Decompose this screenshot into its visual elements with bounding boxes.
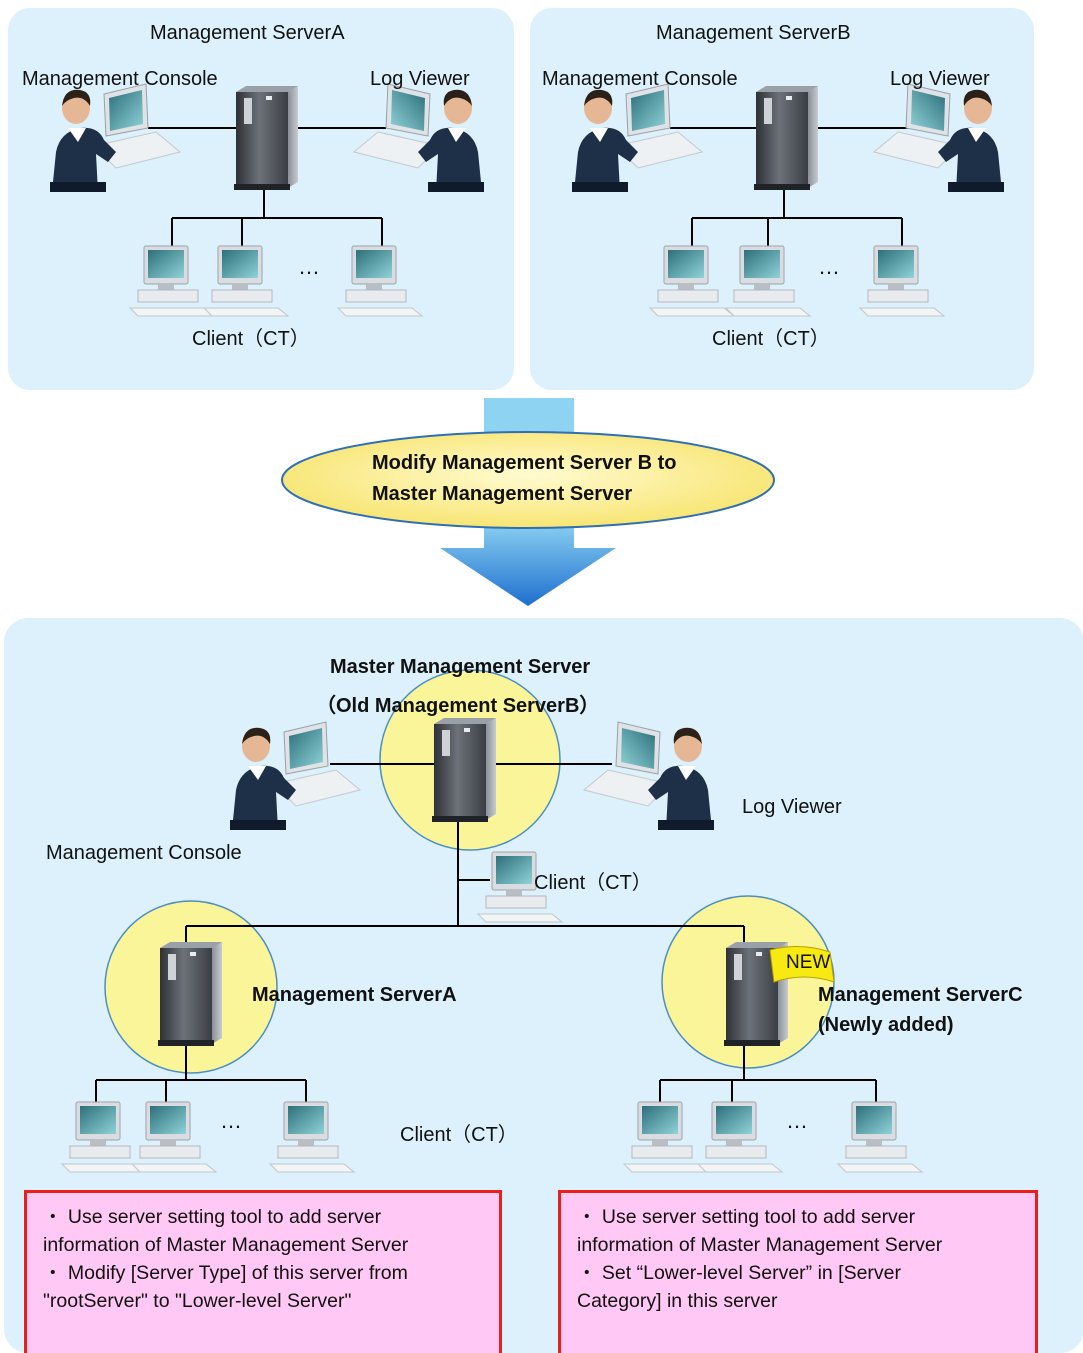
master-client-label: Client（CT） xyxy=(534,872,652,894)
note-c-line-1: ・ Use server setting tool to add server xyxy=(577,1206,916,1228)
ellipsis-a-lower: … xyxy=(220,1108,242,1133)
note-c-line-2: information of Master Management Server xyxy=(577,1234,943,1256)
server-c-sub: (Newly added) xyxy=(818,1014,954,1036)
server-a-lower-label: Management ServerA xyxy=(252,984,457,1006)
transition-line-1: Modify Management Server B to xyxy=(372,452,677,474)
ellipsis-c: … xyxy=(786,1108,808,1133)
network-lines-master xyxy=(95,763,877,1104)
clients-label-b: Client（CT） xyxy=(712,328,830,350)
clients-label-lower: Client（CT） xyxy=(400,1124,518,1146)
server-b-icon xyxy=(754,86,818,190)
note-c-line-3: ・ Set “Lower-level Server” in [Server xyxy=(577,1262,902,1284)
viewer-label-master: Log Viewer xyxy=(742,796,842,818)
viewer-label-b: Log Viewer xyxy=(890,68,990,90)
note-a-line-1: ・ Use server setting tool to add server xyxy=(43,1206,382,1228)
master-server-icon xyxy=(432,718,496,822)
ellipsis-a: … xyxy=(298,254,320,279)
network-lines-a xyxy=(148,127,386,248)
new-flag-label: NEW xyxy=(786,952,831,973)
ellipsis-b: … xyxy=(818,254,840,279)
master-subtitle: （Old Management ServerB） xyxy=(316,695,600,717)
note-server-c: ・ Use server setting tool to add server … xyxy=(558,1190,1038,1353)
note-server-a: ・ Use server setting tool to add server … xyxy=(24,1190,502,1353)
viewer-label-a: Log Viewer xyxy=(370,68,470,90)
arrow-down-icon xyxy=(440,520,616,606)
note-c-line-4: Category] in this server xyxy=(577,1290,778,1312)
server-a-title: Management ServerA xyxy=(150,22,345,44)
clients-label-a: Client（CT） xyxy=(192,328,310,350)
console-label-master: Management Console xyxy=(46,842,242,864)
console-label-b: Management Console xyxy=(542,68,738,90)
server-a-icon xyxy=(234,86,298,190)
note-a-line-3: ・ Modify [Server Type] of this server fr… xyxy=(43,1262,408,1284)
server-a-lower-icon xyxy=(158,942,222,1046)
new-flag-icon xyxy=(769,946,835,983)
master-title: Master Management Server xyxy=(330,656,591,678)
network-lines-b xyxy=(670,127,908,248)
server-b-title: Management ServerB xyxy=(656,22,851,44)
transition-line-2: Master Management Server xyxy=(372,483,633,505)
console-label-a: Management Console xyxy=(22,68,218,90)
note-a-line-2: information of Master Management Server xyxy=(43,1234,409,1256)
server-c-label: Management ServerC xyxy=(818,984,1023,1006)
transition-ellipse xyxy=(281,431,775,529)
note-a-line-4: "rootServer" to "Lower-level Server" xyxy=(43,1290,352,1312)
